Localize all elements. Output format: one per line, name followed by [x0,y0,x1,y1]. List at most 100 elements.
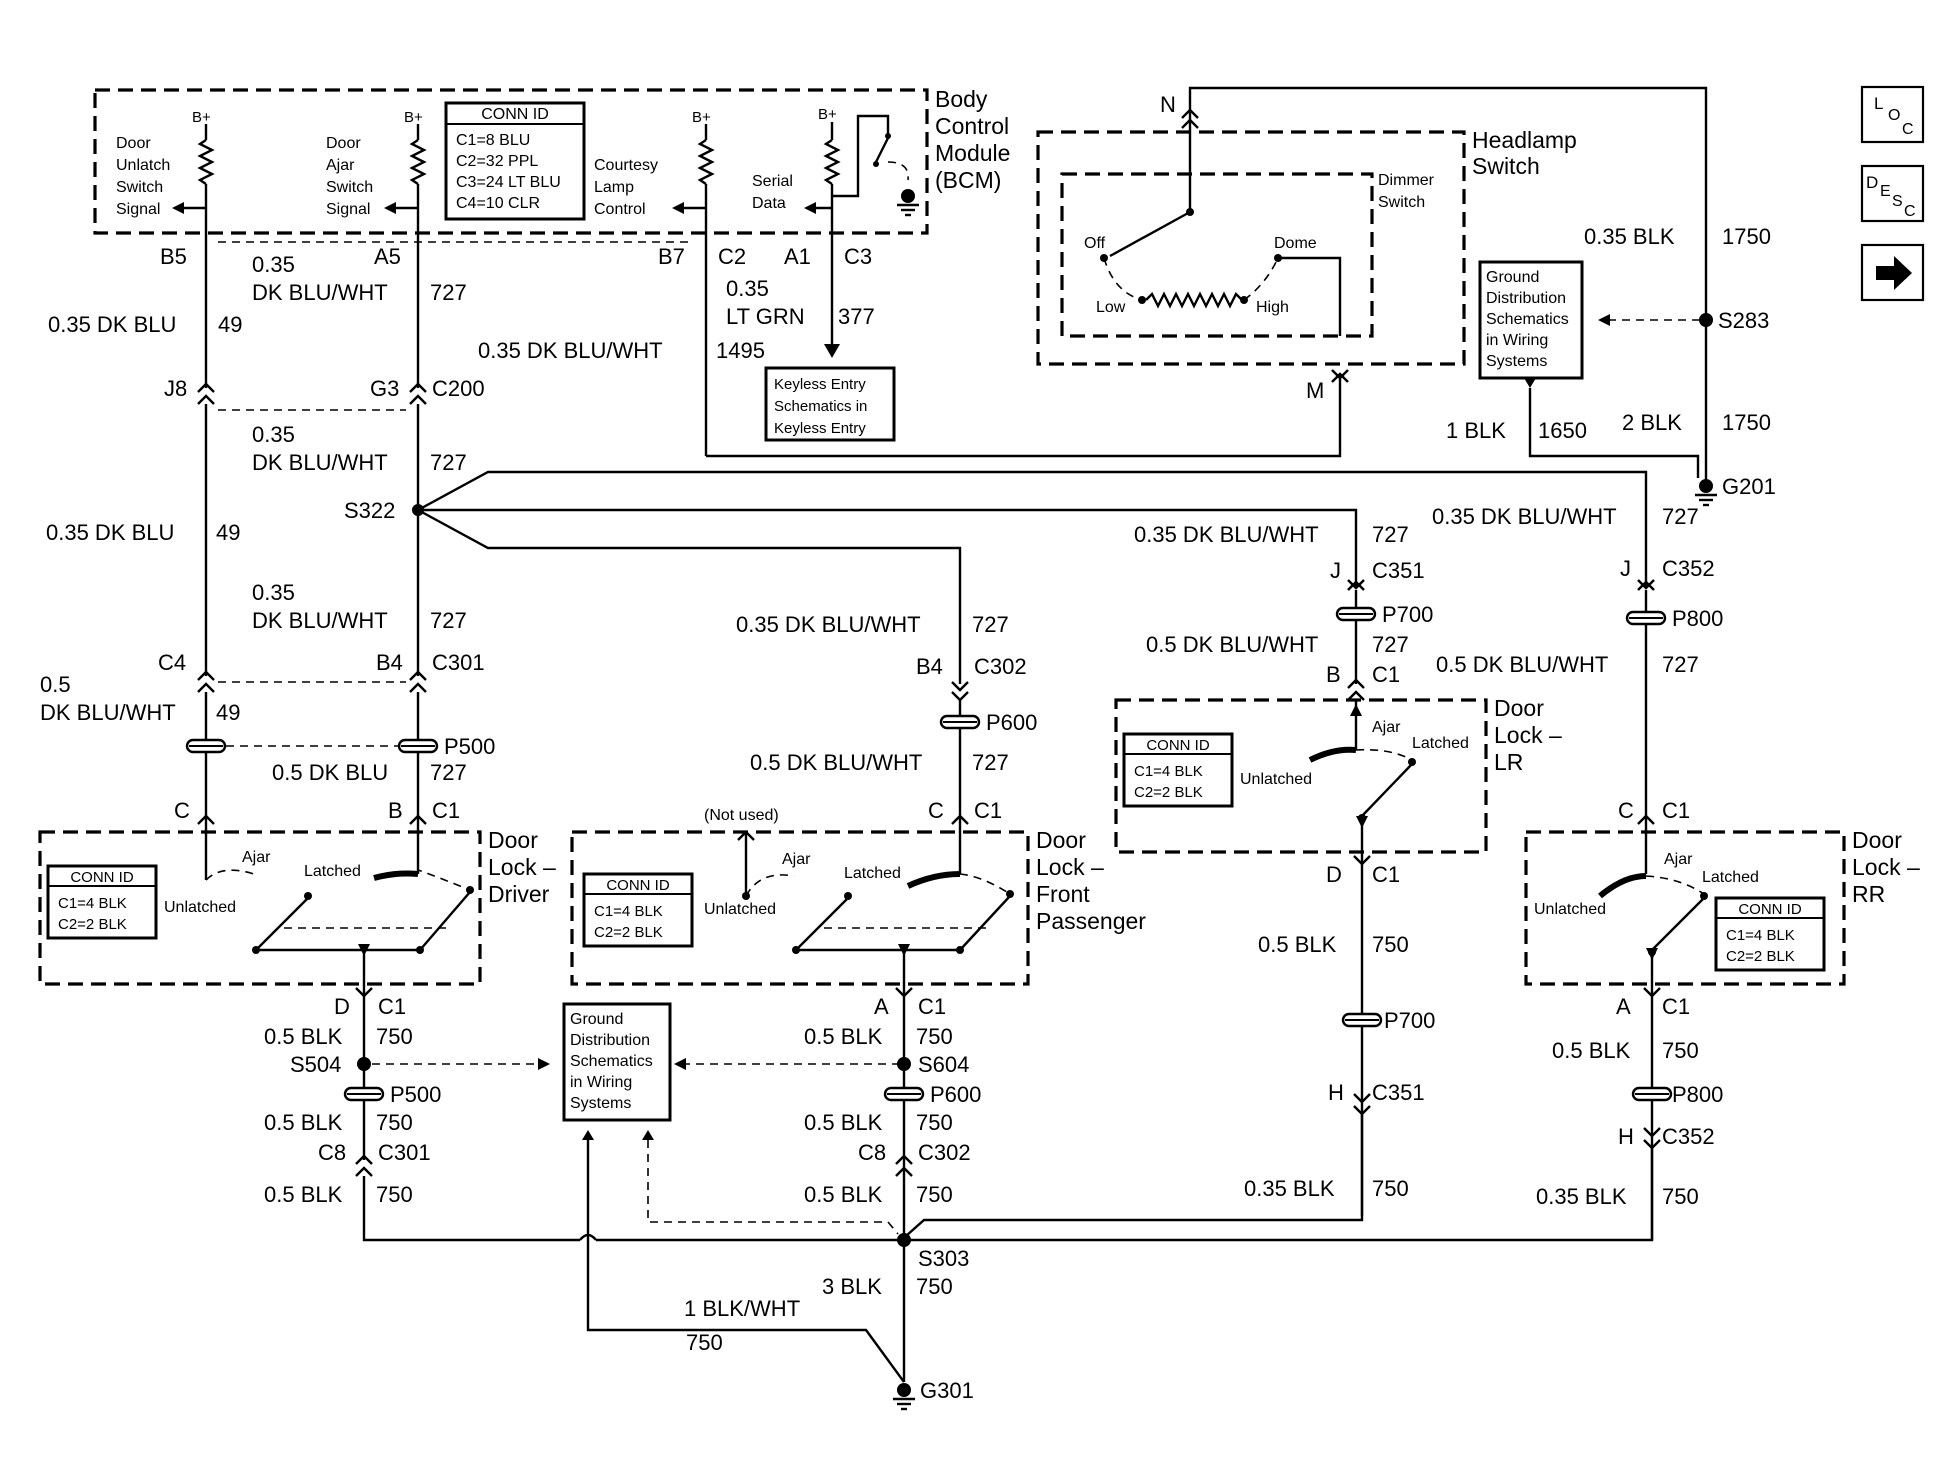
wire-label: 3 BLK [822,1274,882,1299]
circuit-number-label: 750 [916,1110,953,1135]
wire-label: 0.35 DK BLU [46,520,174,545]
circuit-number-label: 750 [376,1110,413,1135]
svg-text:L: L [1874,94,1883,113]
pin-label: C302 [918,1140,971,1165]
pin-label: M [1306,378,1324,403]
wire-label: 0.5 BLK [264,1182,343,1207]
inline-connector-label: P600 [930,1082,981,1107]
serial-data-label: Serial Data [752,173,797,212]
splice-label: S303 [918,1246,969,1271]
pin-label: C1 [1662,994,1690,1019]
wire-label: 0.5 BLK [804,1110,883,1135]
dome-position-label: Dome [1274,235,1317,252]
high-position-label: High [1256,299,1289,316]
circuit-number-label: 727 [1372,632,1409,657]
wire-gauge-label: 0.35 [252,252,295,277]
svg-text:Ajar: Ajar [782,851,811,868]
wire-gauge-label: 0.35 [252,422,295,447]
description-button[interactable]: D E S C [1860,164,1925,223]
pin-label: D [334,994,350,1019]
circuit-number-label: 750 [916,1024,953,1049]
door-lock-rr-module: Door Lock – RR Unlatched Ajar Latched CO… [1524,827,1920,986]
pin-label: D [1326,862,1342,887]
pin-label: C352 [1662,556,1715,581]
inline-connector-label: P700 [1382,602,1433,627]
circuit-number-label: 750 [1662,1184,1699,1209]
wire-color-label: DK BLU/WHT [252,280,388,305]
bplus-label: B+ [192,109,211,126]
svg-text:Ground Distribution: Ground Distribution Schematics in Wiring… [1486,269,1573,370]
wire-label: 0.5 DK BLU/WHT [1146,632,1318,657]
wire-color-label: DK BLU/WHT [40,700,176,725]
circuit-number-label: 727 [430,280,467,305]
wire-labels: B5 A5 B7 C2 A1 C3 N M 0.35 DK BLU/WHT 72… [40,92,1776,1403]
keyless-entry-ref-box[interactable]: Keyless Entry Schematics in Keyless Entr… [764,366,896,442]
pin-label: C8 [318,1140,346,1165]
pin-label: H [1618,1124,1634,1149]
ground-distribution-ref-box-bottom[interactable]: Ground Distribution Schematics in Wiring… [562,1002,672,1122]
door-lock-driver-title: Door Lock – Driver [488,827,562,907]
pin-label: C1 [432,798,460,823]
door-lock-front-passenger-title: Door Lock – Front Passenger [1036,827,1146,934]
courtesy-lamp-label: Courtesy Lamp Control [594,157,662,218]
circuit-number-label: 727 [430,608,467,633]
circuit-number-label: 727 [972,612,1009,637]
circuit-number-label: 750 [1662,1038,1699,1063]
circuit-number-label: 750 [916,1182,953,1207]
pin-label: N [1160,92,1176,117]
pin-label: C1 [974,798,1002,823]
inline-connector-label: P600 [986,710,1037,735]
wire-label: 0.5 DK BLU/WHT [750,750,922,775]
door-unlatch-signal-label: Door Unlatch Switch Signal [116,135,175,218]
svg-text:Latched: Latched [1702,869,1759,886]
ground-distribution-ref-box-top[interactable]: Ground Distribution Schematics in Wiring… [1478,260,1584,380]
headlamp-switch-module: Headlamp Switch Dimmer Switch Off Dome L… [1036,127,1577,366]
pin-label: A [874,994,889,1019]
pin-label: C301 [432,650,485,675]
inline-connector-label: P800 [1672,606,1723,631]
pin-label: B7 [658,244,685,269]
bplus-label: B+ [818,106,837,123]
wire-label: 0.35 DK BLU [48,312,176,337]
svg-text:S: S [1892,193,1903,210]
circuit-number-label: 727 [430,760,467,785]
pin-label: B [388,798,403,823]
wire-label: 0.5 BLK [1552,1038,1631,1063]
wire-label: 0.5 BLK [1258,932,1337,957]
wire-label: 0.5 BLK [804,1024,883,1049]
bcm-module: Body Control Module (BCM) Door Unlatch S… [93,86,1010,248]
wire-label: 0.35 BLK [1584,224,1675,249]
wire-label: 0.35 DK BLU/WHT [1432,504,1617,529]
bplus-label: B+ [404,109,423,126]
pin-label: A1 [784,244,811,269]
circuit-number-label: 1495 [716,338,765,363]
circuit-number-label: 1650 [1538,418,1587,443]
wire-label: 0.5 BLK [804,1182,883,1207]
wire-color-label: DK BLU/WHT [252,450,388,475]
svg-text:Latched: Latched [844,865,901,882]
pin-label: C351 [1372,558,1425,583]
pin-label: C301 [378,1140,431,1165]
next-page-button[interactable] [1860,243,1925,302]
pin-label: J8 [164,376,187,401]
door-lock-front-passenger-module: Door Lock – Front Passenger (Not used) C… [570,807,1146,986]
location-button[interactable]: L O C [1860,85,1925,144]
wire-label: 0.35 BLK [1536,1184,1627,1209]
dimmer-switch-label: Dimmer Switch [1378,172,1438,211]
svg-text:Latched: Latched [304,863,361,880]
pin-label: B5 [160,244,187,269]
wire-label: 1 BLK [1446,418,1506,443]
circuit-number-label: 49 [216,520,240,545]
splice-label: S283 [1718,308,1769,333]
svg-text:Unlatched: Unlatched [704,901,776,918]
pin-label: B4 [376,650,403,675]
svg-text:Ajar: Ajar [242,849,271,866]
pin-label: C3 [844,244,872,269]
off-position-label: Off [1084,235,1106,252]
